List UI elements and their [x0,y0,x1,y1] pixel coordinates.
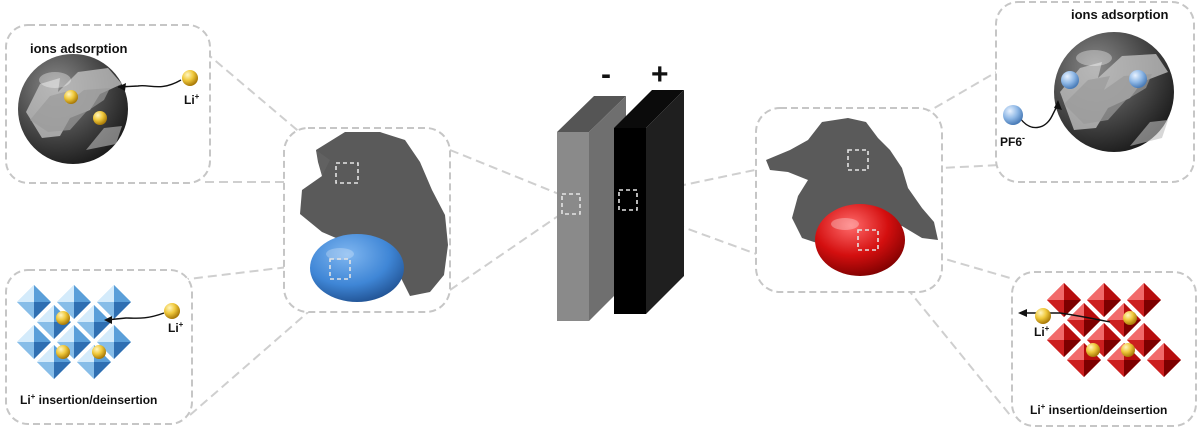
pf6-ion [1129,70,1147,88]
carbon-sphere [18,54,128,164]
deinsertion-arrow [1024,312,1111,323]
cathode-particle-panel [755,107,943,293]
carbon-sphere [1054,32,1174,152]
adsorption-arrow [117,79,182,88]
left-insertion-panel: Li+ Li+ insertion/deinsertion [5,269,193,425]
lithium-ion [1121,343,1135,357]
lithium-ion [64,90,78,104]
lithium-ion [56,311,70,325]
left-ion-adsorption-panel: ions adsorption Li+ [5,24,211,184]
svg-text:Li+: Li+ [168,320,184,335]
lithium-ion [92,345,106,359]
ion-label: Li [1034,325,1045,339]
lithium-ion [1086,343,1100,357]
ion-label: Li [168,321,179,335]
anode-particle-panel [283,127,451,313]
lithium-ion [164,303,180,319]
left-insertion-caption: Li+ insertion/deinsertion [20,392,157,407]
right-insertion-caption: Li+ insertion/deinsertion [1030,402,1167,417]
ion-charge: + [195,92,200,101]
ion-label: PF6 [1000,135,1022,149]
adsorption-arrow [1019,103,1059,129]
pf6-ion [1061,71,1079,89]
lithium-ion [1123,311,1137,325]
right-ion-adsorption-panel: ions adsorption PF6- [995,1,1195,183]
ion-charge: - [1022,133,1025,143]
ion-charge: + [179,320,184,329]
left-adsorption-title: ions adsorption [30,41,128,56]
svg-text:Li+: Li+ [1034,324,1050,339]
lithium-ion [56,345,70,359]
insertion-arrow [105,312,165,321]
svg-text:PF6-: PF6- [1000,133,1025,149]
positive-sign: + [651,58,669,91]
carbon-particle [766,118,938,244]
svg-text:Li+: Li+ [184,92,200,107]
right-adsorption-title: ions adsorption [1071,7,1169,22]
blue-anode-particle [310,234,404,302]
electrode-pair: - + [557,58,684,321]
right-insertion-panel: Li+ Li+ insertion/deinsertion [1011,271,1197,427]
positive-electrode [614,90,684,314]
ion-label: Li [184,93,195,107]
lithium-ion [1035,308,1051,324]
carbon-particle [300,132,448,296]
lithium-ion [182,70,198,86]
lithium-ion [93,111,107,125]
red-cathode-particle [815,204,905,276]
ion-charge: + [1045,324,1050,333]
pf6-ion [1003,105,1023,125]
negative-sign: - [601,58,611,91]
